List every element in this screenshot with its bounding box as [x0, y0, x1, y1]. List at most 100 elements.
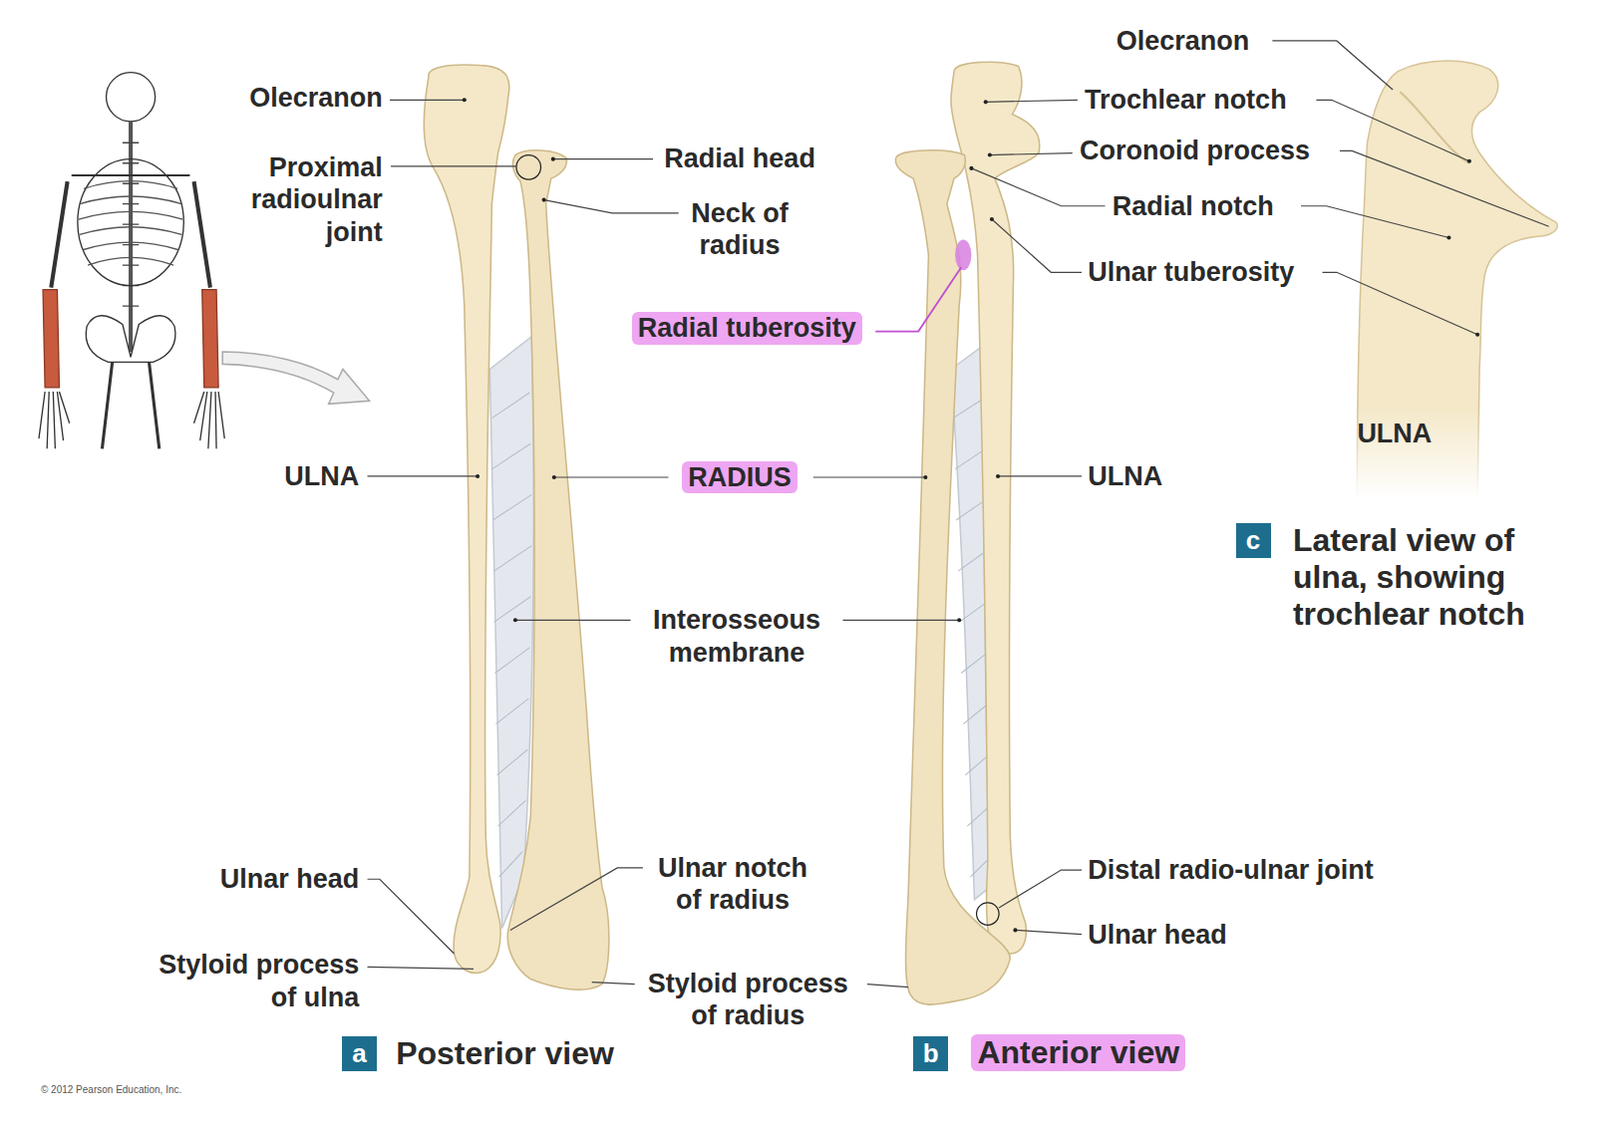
leader-dot: [968, 166, 973, 171]
part-label: Styloid process of radius: [640, 967, 856, 1033]
leader-line: [989, 153, 1073, 156]
leader-lines: [367, 40, 1550, 988]
joint-circle: [976, 903, 1000, 927]
panel-letter-box: c: [1236, 523, 1272, 559]
part-label: Trochlear notch: [1084, 83, 1287, 116]
leader-dot: [1446, 235, 1451, 240]
leader-dot: [1012, 928, 1017, 933]
forearm-highlight: [202, 290, 219, 388]
lateral-ulna-view: [1356, 60, 1558, 500]
vertebrae: [122, 142, 139, 307]
posterior-view: [423, 64, 610, 990]
leader-dot: [1475, 332, 1480, 337]
part-label: Neck of radius: [674, 197, 805, 263]
part-label: Coronoid process: [1079, 134, 1310, 167]
leader-line: [553, 158, 653, 160]
leader-line: [1300, 206, 1449, 239]
leader-dot: [957, 618, 961, 623]
panel-letter: b: [923, 1038, 940, 1069]
leader-dot: [987, 153, 992, 158]
ulna-bone: [423, 64, 510, 973]
trochlear-ridge: [1399, 91, 1470, 164]
leader-line: [875, 267, 961, 331]
part-label: ULNA: [1356, 417, 1432, 450]
part-label: Distal radio-ulnar joint: [1087, 854, 1374, 887]
leader-line: [367, 879, 455, 955]
leader-dots: [462, 97, 1480, 933]
part-label: Olecranon: [249, 81, 383, 114]
part-label: ULNA: [284, 460, 359, 493]
forearm-highlight: [42, 290, 59, 388]
panel-letter: a: [351, 1038, 366, 1069]
view-title: Lateral view of ulna, showing trochlear …: [1292, 522, 1568, 633]
leader-line: [1322, 272, 1479, 334]
leader-line: [1339, 150, 1550, 227]
panel-letter-box: b: [913, 1036, 949, 1072]
joint-circle: [516, 155, 542, 181]
leader-line: [985, 99, 1078, 102]
leader-line: [389, 99, 465, 101]
leader-line: [813, 476, 927, 478]
spine: [128, 121, 133, 352]
ribcage: [77, 159, 184, 287]
leader-line: [842, 620, 960, 622]
part-label: Ulnar head: [220, 863, 360, 896]
humerus: [50, 181, 211, 288]
part-label: Ulnar head: [1087, 919, 1228, 952]
leader-dot: [989, 217, 994, 222]
copyright-note: © 2012 Pearson Education, Inc.: [40, 1084, 182, 1097]
pointer-arrow: [222, 351, 369, 404]
clavicle: [71, 174, 191, 177]
part-label: Interosseous membrane: [637, 604, 837, 669]
ulna-bone: [1356, 60, 1558, 500]
part-label: ULNA: [1087, 460, 1163, 493]
leader-dot: [475, 474, 480, 479]
membrane-fibres: [491, 392, 532, 878]
view-title: Posterior view: [395, 1035, 615, 1073]
leader-line: [367, 966, 474, 969]
leader-line: [510, 868, 643, 931]
part-label: Ulnar notch of radius: [649, 852, 815, 918]
leader-line: [1272, 40, 1393, 90]
ulna-bone: [951, 61, 1040, 955]
leader-line: [998, 870, 1082, 909]
highlighted-part-label: RADIUS: [681, 461, 798, 494]
highlighted-part-label: Radial tuberosity: [632, 312, 863, 344]
leader-line: [367, 475, 479, 477]
leader-line: [991, 219, 1082, 273]
panel-letter: c: [1246, 525, 1261, 556]
leader-dot: [923, 475, 928, 480]
leader-line: [390, 165, 517, 167]
leader-dot: [983, 99, 988, 104]
skull: [106, 72, 156, 122]
part-label: Styloid process of ulna: [144, 949, 359, 1014]
leader-line: [997, 475, 1082, 477]
leader-line: [554, 476, 669, 478]
hands: [38, 391, 225, 449]
radius-bone: [507, 150, 610, 990]
part-label: Radial notch: [1112, 190, 1275, 223]
leader-dot: [542, 198, 547, 203]
leader-line: [1014, 930, 1082, 935]
ribs: [78, 181, 183, 266]
leader-line: [592, 982, 636, 985]
part-label: Olecranon: [1116, 24, 1251, 57]
tuberosity-highlight: [955, 240, 971, 272]
leader-line: [544, 200, 679, 214]
part-label: Ulnar tuberosity: [1087, 256, 1294, 289]
leader-dot: [551, 157, 556, 162]
leader-line: [1315, 99, 1470, 161]
femurs: [101, 361, 159, 449]
highlighted-view-title: Anterior view: [970, 1034, 1186, 1072]
pelvis: [85, 316, 176, 363]
skeleton-thumbnail: [38, 72, 225, 450]
leader-dot: [462, 97, 467, 102]
leader-dot: [1467, 159, 1472, 164]
leader-dot: [513, 618, 518, 623]
anterior-view: [895, 61, 1039, 1005]
leader-line: [515, 620, 632, 622]
part-label: Proximal radioulnar joint: [213, 151, 383, 249]
leader-line: [970, 168, 1105, 207]
leader-line: [867, 984, 909, 988]
